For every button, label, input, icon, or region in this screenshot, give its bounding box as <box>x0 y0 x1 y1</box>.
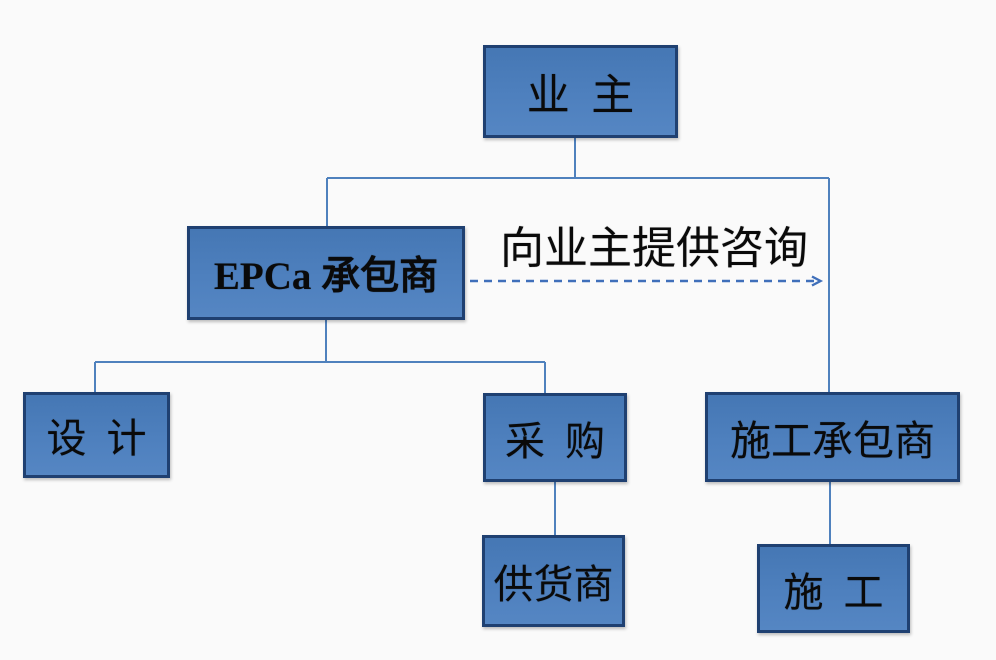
node-procurement-label: 采 购 <box>505 418 605 464</box>
node-epca-contractor: EPCa 承包商 <box>187 226 465 320</box>
node-design-label: 设 计 <box>46 416 147 461</box>
node-owner: 业 主 <box>483 45 678 138</box>
node-construction-label: 施 工 <box>783 569 884 615</box>
node-construction: 施 工 <box>757 544 910 633</box>
node-design: 设 计 <box>23 392 170 478</box>
node-supplier: 供货商 <box>482 535 625 627</box>
node-supplier-label: 供货商 <box>493 562 614 607</box>
node-epca-contractor-label: EPCa 承包商 <box>213 255 439 298</box>
node-owner-label: 业 主 <box>526 72 635 120</box>
node-construction-contractor: 施工承包商 <box>705 392 960 482</box>
node-procurement: 采 购 <box>483 393 627 482</box>
consult-annotation-label: 向业主提供咨询 <box>500 224 808 273</box>
node-construction-contractor-label: 施工承包商 <box>730 418 935 464</box>
